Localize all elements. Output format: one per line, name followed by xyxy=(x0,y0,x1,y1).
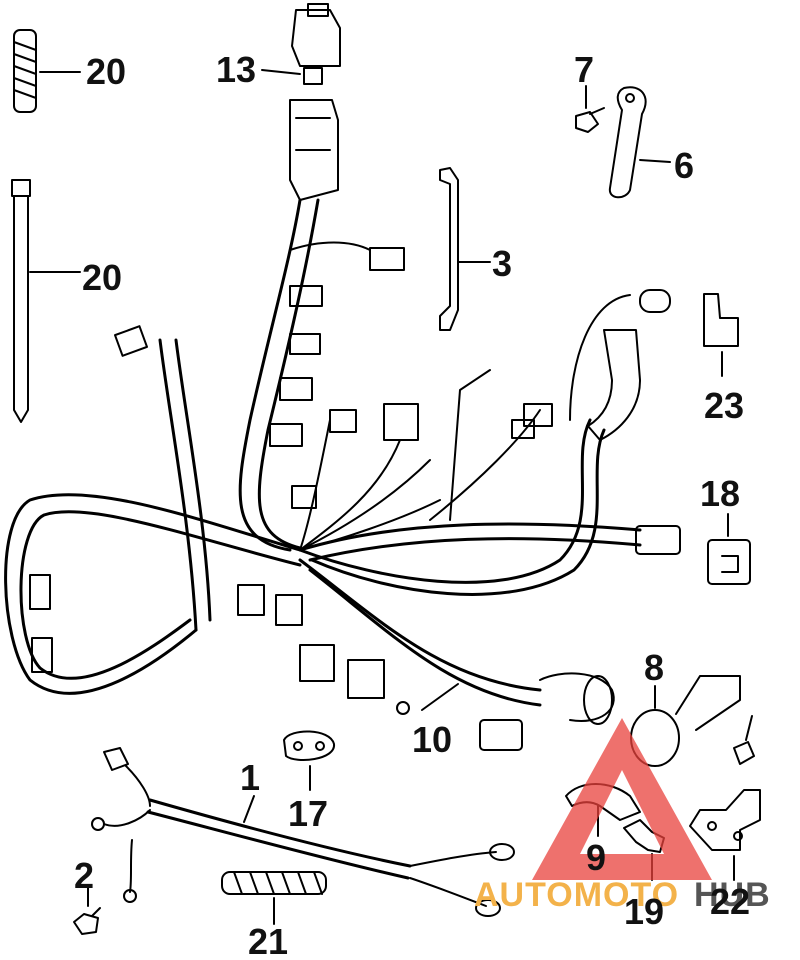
plate-22-part xyxy=(689,789,761,881)
grommet-12-part xyxy=(283,730,335,791)
callout-3: 3 xyxy=(492,243,512,284)
callout-11: 13 xyxy=(216,49,256,90)
callout-21: 23 xyxy=(704,385,744,426)
callout-10: 10 xyxy=(412,719,452,760)
watermark-text-automoto: AUTOMOTO xyxy=(474,876,679,914)
lead-wire-part xyxy=(439,167,491,331)
battery-cable-part xyxy=(91,747,515,917)
callout-9: 9 xyxy=(586,837,606,878)
strap-6-part xyxy=(608,86,671,199)
relay-part xyxy=(261,3,341,85)
clamp-13-part xyxy=(707,513,751,585)
watermark-text-hub: HUB xyxy=(694,876,771,914)
callout-2: 2 xyxy=(74,855,94,896)
callout-6: 6 xyxy=(674,145,694,186)
callout-1: 1 xyxy=(240,757,260,798)
cable-tie-part xyxy=(11,179,81,423)
callout-13: 18 xyxy=(700,473,740,514)
callout-19: 21 xyxy=(248,921,288,960)
clip-23-part xyxy=(733,715,755,765)
watermark-triangle xyxy=(532,718,712,880)
bolt-2-part xyxy=(73,887,101,935)
bolt-7-part xyxy=(575,85,605,133)
spiral-wrap-part xyxy=(13,29,81,113)
callout-12: 17 xyxy=(288,793,328,834)
callout-7: 7 xyxy=(574,49,594,90)
spiral-tube-19-part xyxy=(221,871,327,925)
callout-17: 19 xyxy=(624,891,664,932)
callout-20: 20 xyxy=(86,51,126,92)
callout-8: 8 xyxy=(644,647,664,688)
watermark: AUTOMOTO HUB xyxy=(474,718,771,914)
callout-22: 22 xyxy=(710,881,750,922)
cap-8-part xyxy=(630,675,741,767)
callout-18: 20 xyxy=(82,257,122,298)
main-harness xyxy=(4,99,681,751)
bracket-21-part xyxy=(703,293,739,377)
